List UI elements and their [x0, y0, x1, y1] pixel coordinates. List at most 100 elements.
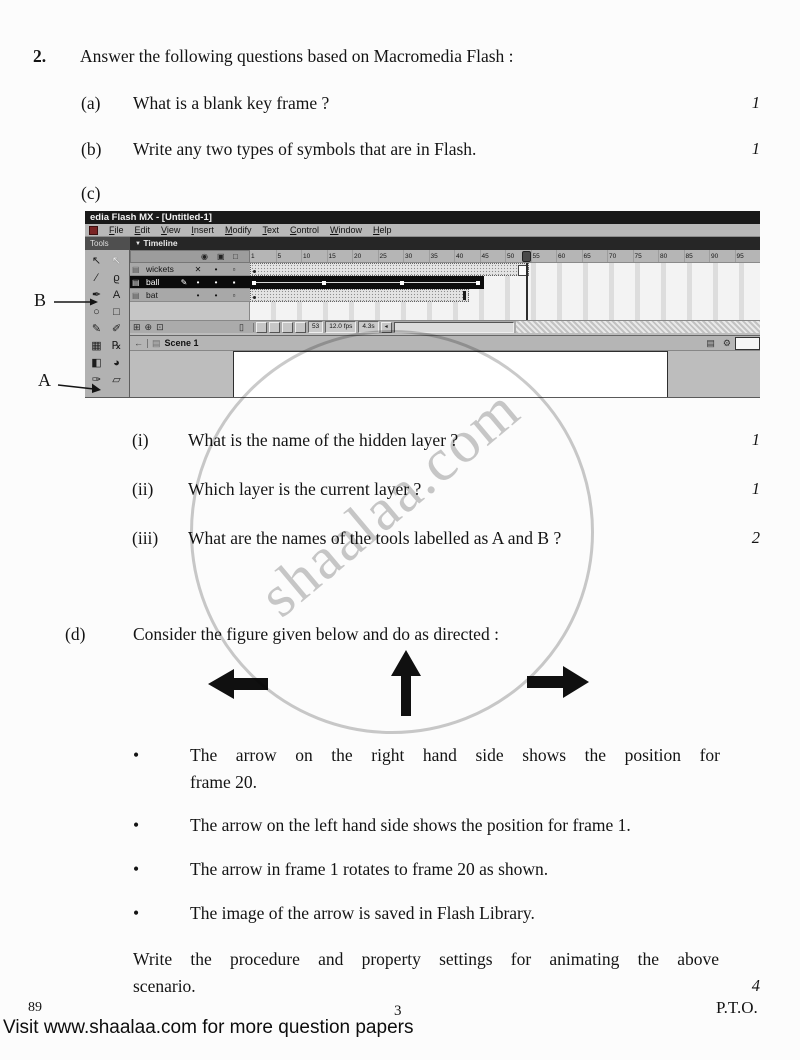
ball-lock-toggle[interactable]: • — [214, 278, 218, 287]
lock-column-icon[interactable]: ▣ — [217, 252, 225, 261]
ruler-label: 65 — [581, 250, 608, 262]
ruler-label: 10 — [301, 250, 327, 262]
menu-insert[interactable]: Insert — [191, 225, 214, 235]
ruler-label: 20 — [352, 250, 378, 262]
fill-transform-tool-icon[interactable]: ℞ — [111, 340, 122, 352]
add-motion-guide-button[interactable]: ⊕ — [144, 321, 153, 332]
bat-hidden-toggle[interactable]: • — [196, 291, 200, 300]
keyframe-dot — [322, 281, 326, 285]
menu-modify[interactable]: Modify — [224, 225, 252, 235]
menu-edit[interactable]: Edit — [134, 225, 151, 235]
layer-name-wickets[interactable]: wickets — [146, 264, 174, 274]
modify-onion-markers-button[interactable] — [295, 321, 306, 333]
ruler-label: 30 — [403, 250, 429, 262]
part-a-label: (a) — [81, 93, 101, 113]
playhead-line[interactable] — [526, 263, 528, 331]
sub-ii-text: Which layer is the current layer ? — [188, 479, 422, 499]
ruler-label: 35 — [428, 250, 455, 262]
question-intro: Answer the following questions based on … — [80, 46, 514, 66]
callout-lines — [54, 298, 101, 393]
flash-window-title: edia Flash MX - [Untitled-1] — [90, 212, 212, 223]
wickets-frame-span[interactable] — [250, 263, 529, 276]
layer-name-ball[interactable]: ball — [146, 277, 160, 287]
bat-frame-span[interactable] — [250, 289, 469, 302]
brush-tool-icon[interactable]: ✐ — [111, 323, 122, 335]
ball-frame-span[interactable] — [250, 276, 484, 289]
delete-layer-trash-icon[interactable]: ▯ — [239, 321, 244, 332]
timeline-panel-header[interactable]: ▼ Timeline — [130, 237, 760, 250]
layer-name-bat[interactable]: bat — [146, 290, 158, 300]
playhead-handle[interactable] — [522, 251, 531, 262]
layer-row-ball[interactable]: ▤ ball ✎ • • ▪ — [130, 276, 250, 289]
part-d-text: Consider the figure given below and do a… — [133, 624, 499, 644]
rectangle-tool-icon[interactable]: □ — [113, 306, 120, 318]
ball-outline-toggle[interactable]: ▪ — [232, 278, 236, 287]
menu-window[interactable]: Window — [329, 225, 362, 235]
timeline-header-label: Timeline — [143, 238, 178, 248]
divider — [253, 322, 254, 332]
pasteboard-right — [668, 351, 760, 397]
add-layer-button[interactable]: ⊞ — [133, 321, 141, 332]
onion-skin-outlines-button[interactable] — [282, 321, 293, 333]
keyframe-dot — [253, 296, 256, 299]
free-transform-tool-icon[interactable]: ▦ — [91, 340, 102, 352]
paint-bucket-tool-icon[interactable]: ◕ — [113, 357, 120, 369]
edit-scene-icon[interactable]: ▤ — [706, 337, 715, 348]
ruler-label: 1 — [251, 253, 255, 260]
tween-line — [253, 282, 480, 283]
timeline-collapse-icon[interactable]: ▼ — [135, 241, 141, 247]
timeline-ruler[interactable]: 1 5 10 15 20 25 30 35 40 45 50 55 60 65 … — [250, 250, 760, 263]
ball-hidden-toggle[interactable]: • — [196, 278, 200, 287]
closing-line-1: Write the procedure and property setting… — [133, 949, 719, 969]
outline-column-icon[interactable]: □ — [233, 252, 238, 261]
menu-text[interactable]: Text — [262, 225, 279, 235]
timeline-scrollbar[interactable] — [393, 321, 514, 333]
scrollbar-left-arrow[interactable]: ◂ — [380, 321, 392, 333]
sub-i-marks: 1 — [751, 430, 760, 449]
ruler-label: 40 — [454, 250, 480, 262]
bullet-1-line-2: frame 20. — [190, 772, 258, 792]
ruler-label: 45 — [479, 250, 506, 262]
bat-lock-toggle[interactable]: • — [214, 291, 218, 300]
onion-skin-button[interactable] — [269, 321, 280, 333]
footer-code: 89 — [28, 1000, 42, 1015]
add-layer-folder-button[interactable]: ⊡ — [156, 321, 164, 332]
eraser-tool-icon[interactable]: ▱ — [112, 374, 121, 386]
selection-tool-icon[interactable]: ↖ — [91, 255, 102, 267]
scene-name-label: Scene 1 — [164, 338, 199, 348]
menu-file[interactable]: File — [109, 225, 124, 235]
lasso-tool-icon[interactable]: ϱ — [113, 272, 120, 284]
ink-bottle-tool-icon[interactable]: ◧ — [91, 357, 102, 369]
wickets-outline-toggle[interactable]: ▫ — [232, 265, 236, 274]
footer-visit-link[interactable]: Visit www.shaalaa.com for more question … — [3, 1017, 414, 1038]
span-end-marker — [463, 291, 466, 300]
layer-row-bat[interactable]: ▤ bat • • ▫ — [130, 289, 250, 302]
wickets-hidden-toggle[interactable]: ✕ — [194, 265, 202, 274]
center-frame-button[interactable] — [256, 321, 267, 333]
oval-tool-icon[interactable]: ○ — [93, 306, 100, 318]
menu-view[interactable]: View — [161, 225, 181, 235]
pencil-tool-icon[interactable]: ✎ — [91, 323, 102, 335]
edit-symbols-icon[interactable]: ⚙ — [722, 337, 731, 348]
line-tool-icon[interactable]: ∕ — [95, 272, 98, 284]
layer-row-wickets[interactable]: ▤ wickets ✕ • ▫ — [130, 263, 250, 276]
flash-title-bar: edia Flash MX - [Untitled-1] — [85, 211, 760, 224]
part-a-marks: 1 — [751, 93, 760, 112]
text-tool-icon[interactable]: A — [112, 289, 121, 301]
ruler-label: 5 — [275, 250, 302, 262]
callout-label-b: B — [34, 290, 47, 310]
zoom-control[interactable] — [735, 336, 760, 350]
show-hide-column-icon[interactable]: ◉ — [201, 252, 208, 261]
bat-outline-toggle[interactable]: ▫ — [232, 291, 236, 300]
eyedropper-tool-icon[interactable]: ✑ — [91, 374, 102, 386]
menu-control[interactable]: Control — [289, 225, 319, 235]
back-arrow-icon[interactable]: ← — [134, 338, 143, 348]
wickets-lock-toggle[interactable]: • — [214, 265, 218, 274]
stage-canvas[interactable] — [233, 351, 668, 397]
callout-label-a: A — [38, 370, 51, 390]
menu-help[interactable]: Help — [373, 225, 392, 235]
subselection-tool-icon[interactable]: ↖ — [111, 255, 122, 267]
pen-tool-icon[interactable]: ✒ — [91, 289, 102, 301]
bullet-4: The image of the arrow is saved in Flash… — [190, 903, 535, 923]
tools-panel-header: Tools — [85, 237, 130, 250]
